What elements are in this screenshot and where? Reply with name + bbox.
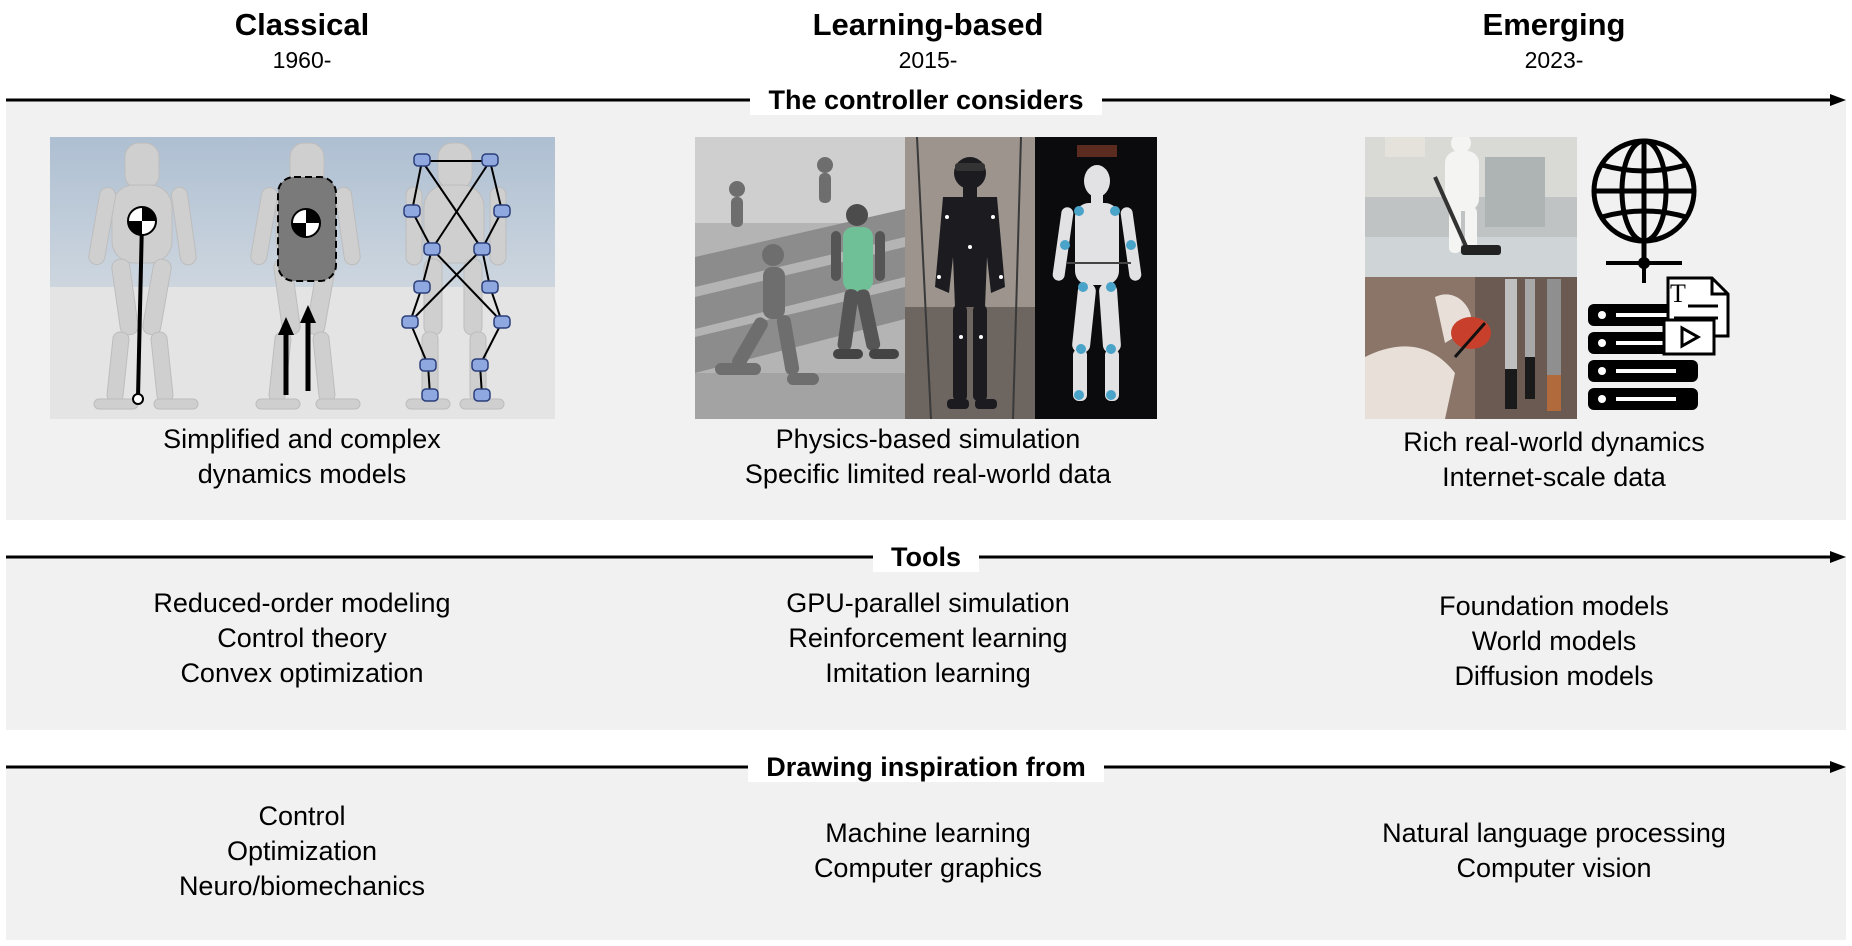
text-line: Control theory [217, 623, 387, 653]
text-line: Diffusion models [1454, 661, 1654, 691]
text-line: Computer vision [1456, 853, 1652, 883]
globe-icon [1591, 138, 1697, 283]
section-arrow-tools: Tools [6, 537, 1846, 577]
text-line: Foundation models [1439, 591, 1669, 621]
text-line: World models [1471, 626, 1637, 656]
learning-based-illustration [695, 137, 1157, 419]
inspiration-classical-text: Control Optimization Neuro/biomechanics [42, 799, 562, 904]
section-label: The controller considers [750, 85, 1102, 115]
section-label: Tools [873, 542, 979, 572]
emerging-real-world-photos [1365, 137, 1577, 419]
era-title: Classical [234, 7, 370, 42]
controller-learning-text: Physics-based simulation Specific limite… [668, 422, 1188, 492]
band-inspiration [6, 766, 1846, 940]
era-title: Emerging [1482, 7, 1626, 42]
tools-classical-text: Reduced-order modeling Control theory Co… [42, 586, 562, 691]
tools-emerging-text: Foundation models World models Diffusion… [1294, 589, 1814, 694]
text-line: Control [258, 801, 346, 831]
document-letter: T [1670, 279, 1686, 308]
text-line: Natural language processing [1382, 818, 1726, 848]
inspiration-learning-text: Machine learning Computer graphics [668, 816, 1188, 886]
era-emerging: Emerging 2023- [1294, 6, 1814, 74]
text-line: Machine learning [825, 818, 1031, 848]
inspiration-emerging-text: Natural language processing Computer vis… [1294, 816, 1814, 886]
tools-learning-text: GPU-parallel simulation Reinforcement le… [668, 586, 1188, 691]
era-learning-based: Learning-based 2015- [668, 6, 1188, 74]
document-video-icon: T [1662, 276, 1732, 356]
controller-classical-text: Simplified and complex dynamics models [42, 422, 562, 492]
text-line: Internet-scale data [1442, 462, 1666, 492]
text-line: Imitation learning [825, 658, 1031, 688]
text-line: Specific limited real-world data [744, 459, 1112, 489]
classical-dynamics-illustration [50, 137, 555, 419]
section-label: Drawing inspiration from [748, 752, 1104, 782]
text-line: GPU-parallel simulation [786, 588, 1070, 618]
text-line: Simplified and complex [163, 424, 441, 454]
band-tools [6, 556, 1846, 730]
section-arrow-controller: The controller considers [6, 80, 1846, 120]
text-line: Reduced-order modeling [153, 588, 451, 618]
text-line: Physics-based simulation [775, 424, 1081, 454]
controller-emerging-text: Rich real-world dynamics Internet-scale … [1294, 425, 1814, 495]
text-line: Computer graphics [813, 853, 1043, 883]
text-line: Reinforcement learning [788, 623, 1068, 653]
era-year: 2015- [898, 47, 958, 73]
text-line: Convex optimization [180, 658, 424, 688]
era-year: 1960- [272, 47, 332, 73]
era-classical: Classical 1960- [42, 6, 562, 74]
era-year: 2023- [1524, 47, 1584, 73]
text-line: dynamics models [197, 459, 407, 489]
text-line: Neuro/biomechanics [178, 871, 426, 901]
text-line: Optimization [226, 836, 378, 866]
era-title: Learning-based [812, 7, 1044, 42]
internet-data-icons [1588, 137, 1728, 419]
text-line: Rich real-world dynamics [1403, 427, 1705, 457]
section-arrow-inspiration: Drawing inspiration from [6, 747, 1846, 787]
